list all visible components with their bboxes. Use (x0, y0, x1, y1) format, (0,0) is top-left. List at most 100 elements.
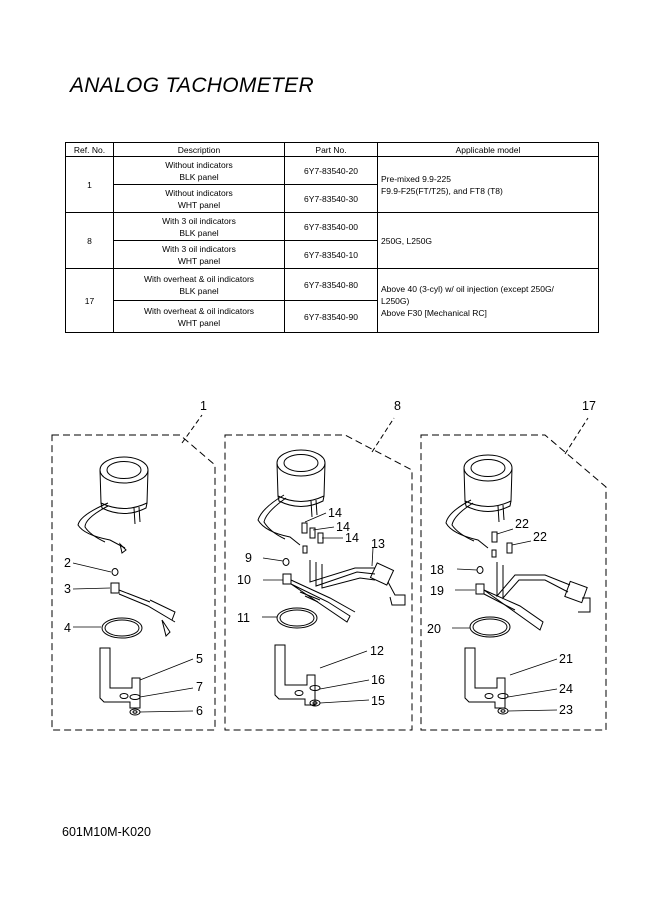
model-line: Pre-mixed 9.9-225 (381, 173, 451, 184)
bulb-socket (282, 558, 356, 623)
description-cell: With overheat & oil indicators BLK panel (113, 268, 285, 301)
callout-14c: 14 (345, 531, 359, 545)
indicator-bulbs (491, 531, 513, 558)
description-line: With 3 oil indicators (162, 215, 236, 226)
model-line: 250G, L250G (381, 235, 433, 246)
header-ref-no: Ref. No. (65, 142, 114, 157)
description-line: Without indicators (165, 159, 233, 170)
mounting-bracket (464, 647, 506, 709)
callout-15: 15 (371, 694, 385, 708)
table-header-row: Ref. No. Description Part No. Applicable… (65, 142, 599, 157)
description-line: BLK panel (179, 227, 219, 238)
bulb-socket (475, 566, 544, 631)
model-line: Above 40 (3-cyl) w/ oil injection (excep… (381, 283, 554, 294)
description-cell: With 3 oil indicators BLK panel (113, 212, 285, 241)
washer-and-nut (129, 694, 141, 716)
description-line: WHT panel (177, 255, 221, 266)
model-line: F9.9-F25(FT/T25), and FT8 (T8) (381, 185, 503, 196)
kit-label-17: 17 (582, 399, 596, 413)
description-line: With overheat & oil indicators (143, 305, 255, 316)
callout-14b: 14 (336, 520, 350, 534)
table-row: 17 With overheat & oil indicators BLK pa… (65, 268, 599, 333)
page-title: ANALOG TACHOMETER (70, 74, 314, 97)
description-line: With 3 oil indicators (162, 243, 236, 254)
kit-8-leaders (262, 512, 374, 704)
description-cell: With 3 oil indicators WHT panel (113, 240, 285, 269)
kit-label-1: 1 (200, 399, 207, 413)
kit-1-leaders (72, 562, 194, 713)
applicable-model-cell: Pre-mixed 9.9-225 F9.9-F25(FT/T25), and … (377, 156, 599, 213)
wire-harness (77, 502, 126, 549)
tachometer-gauge-icon (463, 454, 513, 523)
ref-no-cell: 17 (65, 268, 114, 333)
description-cell: Without indicators BLK panel (113, 156, 285, 185)
parts-table: Ref. No. Description Part No. Applicable… (65, 142, 599, 333)
table-row: Without indicators WHT panel 6Y7-83540-3… (66, 184, 599, 213)
callout-22b: 22 (533, 530, 547, 544)
mounting-ring (469, 616, 511, 638)
mounting-bracket (274, 644, 316, 706)
kit-1-leader (181, 414, 203, 444)
wire-harness (445, 499, 489, 549)
wire-harness (257, 494, 301, 546)
part-no-cell: 6Y7-83540-20 (284, 156, 378, 185)
part-no-cell: 6Y7-83540-80 (284, 268, 378, 301)
kit-label-8: 8 (394, 399, 401, 413)
bulb-socket (110, 568, 176, 637)
description-line: BLK panel (179, 171, 219, 182)
model-line: L250G) (381, 295, 410, 306)
callout-20: 20 (427, 622, 441, 636)
indicator-bulbs (301, 522, 324, 554)
wire-harness (263, 497, 287, 540)
tachometer-gauge-icon (99, 456, 149, 525)
callout-23: 23 (559, 703, 573, 717)
header-applicable-model: Applicable model (377, 142, 599, 157)
kit-8-leader (371, 417, 395, 453)
oil-indicator-harness (496, 562, 591, 613)
wire-harness (451, 502, 475, 542)
kit-17-assembly (420, 417, 607, 731)
kit-8-assembly (224, 417, 413, 731)
description-line: Without indicators (165, 187, 233, 198)
description-line: WHT panel (177, 317, 221, 328)
callout-18: 18 (430, 563, 444, 577)
part-no-cell: 6Y7-83540-90 (284, 300, 378, 333)
part-no-cell: 6Y7-83540-10 (284, 240, 378, 269)
description-line: WHT panel (177, 199, 221, 210)
callout-10: 10 (237, 573, 251, 587)
description-cell: With overheat & oil indicators WHT panel (113, 300, 285, 333)
kit-17-leader (564, 417, 589, 455)
callout-2: 2 (64, 556, 71, 570)
callout-3: 3 (64, 582, 71, 596)
applicable-model-cell: 250G, L250G (377, 212, 599, 269)
exploded-parts-diagram: 1 8 17 2 3 4 5 7 6 14 14 14 13 9 10 11 1… (51, 399, 607, 731)
description-line: With overheat & oil indicators (143, 273, 255, 284)
table-row: 8 With 3 oil indicators BLK panel 6Y7-83… (65, 212, 599, 269)
kit-17-leaders (452, 528, 558, 712)
kit-17-dashed-border (420, 434, 607, 731)
document-code: 601M10M-K020 (62, 825, 151, 839)
callout-9: 9 (245, 551, 252, 565)
header-part-no: Part No. (284, 142, 378, 157)
tachometer-gauge-icon (276, 449, 326, 518)
callout-22a: 22 (515, 517, 529, 531)
callout-5: 5 (196, 652, 203, 666)
header-description: Description (113, 142, 285, 157)
table-row: With 3 oil indicators WHT panel 6Y7-8354… (66, 240, 599, 269)
mounting-ring (276, 607, 318, 629)
callout-21: 21 (559, 652, 573, 666)
terminal-icon (119, 542, 127, 554)
callout-6: 6 (196, 704, 203, 718)
kit-1-assembly (51, 414, 216, 731)
description-line: BLK panel (179, 285, 219, 296)
callout-12: 12 (370, 644, 384, 658)
kit-1-dashed-border (51, 434, 216, 731)
ref-no-cell: 1 (65, 156, 114, 213)
callout-16: 16 (371, 673, 385, 687)
callout-14a: 14 (328, 506, 342, 520)
part-no-cell: 6Y7-83540-00 (284, 212, 378, 241)
kit-8-dashed-border (224, 434, 413, 731)
mounting-ring (101, 617, 143, 639)
callout-7: 7 (196, 680, 203, 694)
callout-13: 13 (371, 537, 385, 551)
